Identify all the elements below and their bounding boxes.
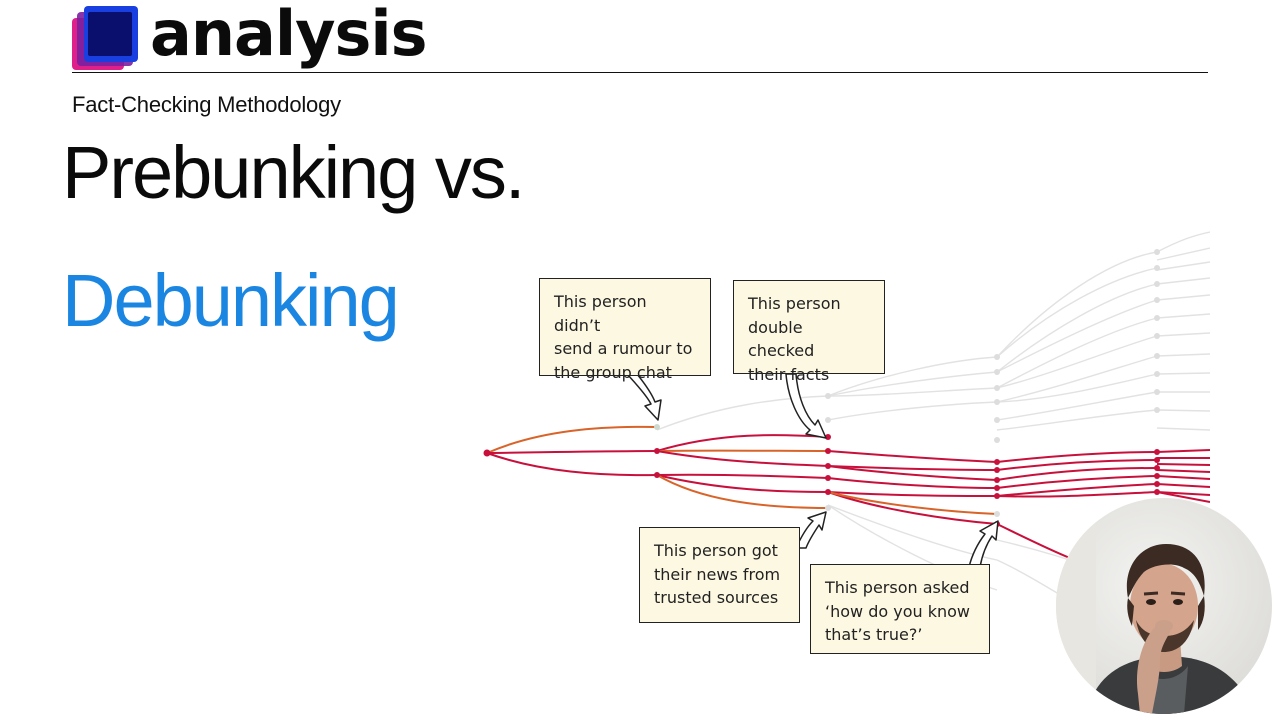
arrow-to-node-1: [626, 373, 662, 421]
page-title-line1: Prebunking vs.: [62, 131, 525, 214]
callout-trusted-sources: This person got their news from trusted …: [639, 527, 800, 623]
arrow-to-node-2: [785, 373, 827, 439]
page-title-line2: Debunking: [62, 259, 400, 342]
callout-double-checked: This person double checked their facts: [733, 280, 885, 384]
logo-squares-icon: [72, 6, 138, 70]
arrow-to-node-4: [968, 520, 999, 568]
callout-no-rumour: This person didn’t send a rumour to the …: [539, 278, 711, 382]
callout-asked-question: This person asked ‘how do you know that’…: [810, 564, 990, 654]
callout-arrows: [626, 373, 999, 568]
active-branches: [486, 425, 1210, 559]
presenter-webcam: [1056, 498, 1272, 714]
header-divider: [72, 72, 1208, 73]
arrow-to-node-3: [795, 511, 827, 549]
presenter-video-icon: [1056, 498, 1272, 714]
brand-name: analysis: [150, 0, 428, 70]
branch-nodes: [483, 249, 1160, 527]
section-kicker: Fact-Checking Methodology: [72, 92, 341, 117]
brand-logo: analysis: [72, 0, 472, 74]
